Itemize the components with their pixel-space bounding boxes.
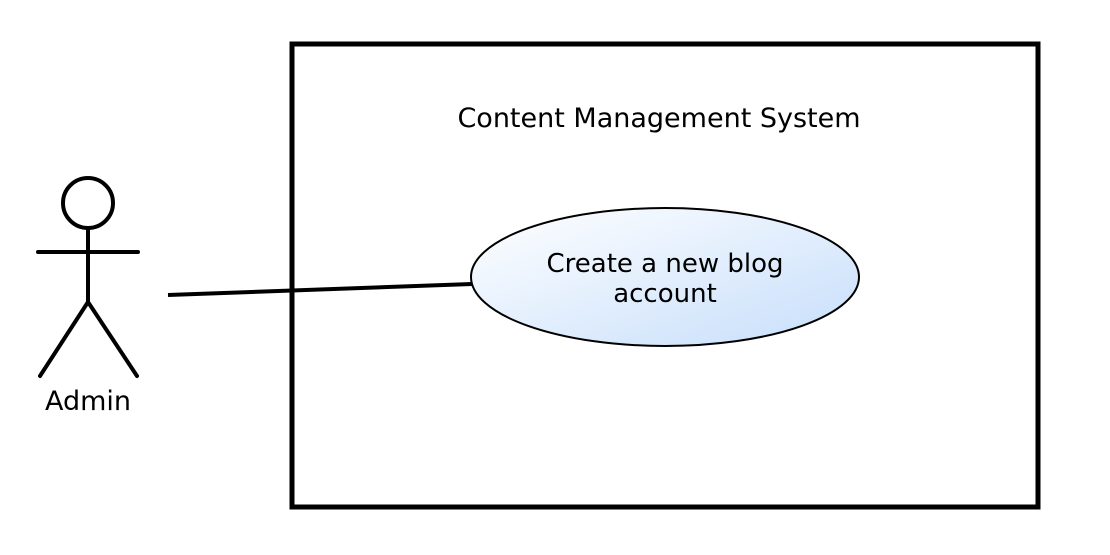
actor-admin[interactable] (36, 176, 140, 378)
system-title: Content Management System (457, 103, 860, 134)
use-case-ellipse (470, 207, 860, 347)
use-case-label-line2: account (613, 279, 717, 309)
system-boundary (289, 41, 1041, 510)
actor-label: Admin (45, 386, 131, 417)
actor-right-leg (86, 300, 139, 378)
use-case-create-blog-account[interactable]: Create a new blog account (470, 207, 860, 347)
association-line (167, 282, 473, 297)
actor-left-leg (38, 300, 90, 378)
use-case-label-line1: Create a new blog (547, 249, 784, 279)
actor-head-icon (61, 176, 115, 230)
